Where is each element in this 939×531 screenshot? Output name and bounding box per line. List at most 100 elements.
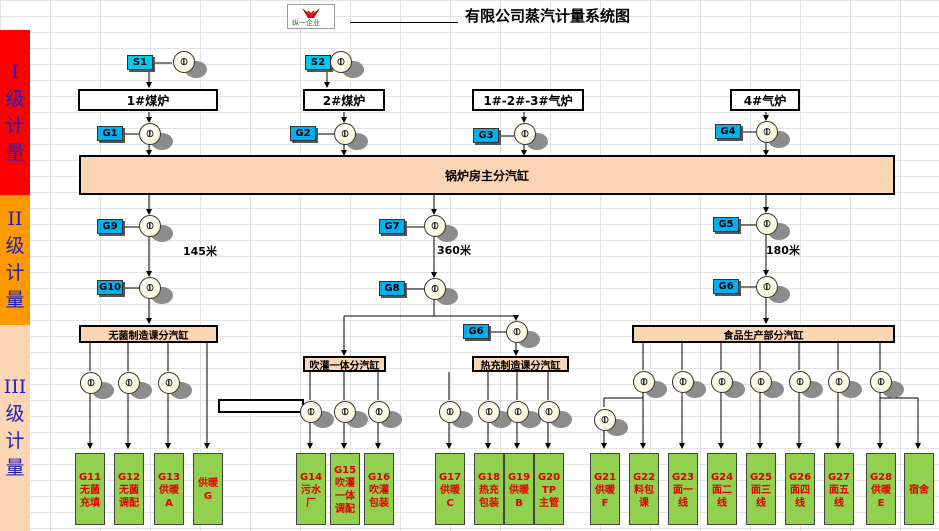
consumer-box[interactable]: G11 无菌 充填: [75, 453, 105, 525]
flowmeter-icon: ⦶: [789, 371, 811, 393]
consumer-box[interactable]: G15 吹灌 一体 调配: [330, 453, 360, 525]
consumer-box[interactable]: 宿舍: [904, 453, 934, 525]
meter-g8[interactable]: ⦶: [424, 278, 458, 305]
meter-g18[interactable]: ⦶: [478, 401, 512, 428]
consumer-box[interactable]: G22 料包 课: [629, 453, 659, 525]
level-3-label-3: 量: [5, 457, 25, 479]
consumer-box[interactable]: G14 污水 厂: [296, 453, 326, 525]
flowmeter-icon: ⦶: [80, 372, 102, 394]
flowmeter-icon: ⦶: [424, 278, 446, 300]
page-title: 有限公司蒸汽计量系统图: [465, 7, 631, 25]
tag-g5[interactable]: G5: [713, 217, 739, 232]
consumer-box[interactable]: G28 供暖 E: [866, 453, 896, 525]
level-1-label-2: 计: [5, 114, 25, 137]
meter-g10[interactable]: ⦶: [139, 277, 173, 304]
consumer-box[interactable]: G17 供暖 C: [435, 453, 465, 525]
meter-g15[interactable]: ⦶: [334, 401, 368, 428]
level-2-label-0: II: [7, 208, 23, 230]
consumer-box[interactable]: G12 无菌 调配: [114, 453, 144, 525]
meter-g2[interactable]: ⦶: [334, 123, 368, 150]
flowmeter-icon: ⦶: [507, 401, 529, 423]
boiler-4: 4#气炉: [730, 89, 800, 111]
consumer-box[interactable]: G23 面一 线: [668, 453, 698, 525]
flowmeter-icon: ⦶: [139, 123, 161, 145]
meter-g6-hotfill[interactable]: ⦶: [506, 321, 540, 348]
meter-g13[interactable]: ⦶: [158, 372, 192, 399]
consumer-box[interactable]: G25 面三 线: [746, 453, 776, 525]
meter-g9[interactable]: ⦶: [139, 215, 173, 242]
consumer-box[interactable]: G24 面二 线: [707, 453, 737, 525]
flowmeter-icon: ⦶: [139, 277, 161, 299]
company-logo: 纵一企业: [287, 4, 335, 29]
consumer-box[interactable]: G27 面五 线: [824, 453, 854, 525]
meter-g6-food[interactable]: ⦶: [756, 276, 790, 303]
tag-g4[interactable]: G4: [715, 124, 741, 139]
level-1-label-1: 级: [5, 87, 25, 110]
tag-g3[interactable]: G3: [473, 128, 499, 143]
meter-g16[interactable]: ⦶: [368, 401, 402, 428]
consumer-box[interactable]: G21 供暖 F: [590, 453, 620, 525]
meter-g24[interactable]: ⦶: [711, 371, 745, 398]
meter-g5[interactable]: ⦶: [756, 213, 790, 240]
distance-180: 180米: [766, 244, 800, 257]
meter-g4[interactable]: ⦶: [756, 121, 790, 148]
meter-g20[interactable]: ⦶: [538, 401, 572, 428]
meter-g11[interactable]: ⦶: [80, 372, 114, 399]
flowmeter-icon: ⦶: [118, 372, 140, 394]
meter-g19[interactable]: ⦶: [507, 401, 541, 428]
tag-g1[interactable]: G1: [97, 126, 123, 141]
tag-s2[interactable]: S2: [305, 55, 331, 70]
food-header: 食品生产部分汽缸: [632, 325, 895, 343]
level-3-label-0: III: [3, 376, 27, 398]
consumer-box[interactable]: G26 面四 线: [785, 453, 815, 525]
consumer-box[interactable]: G18 热充 包装: [474, 453, 504, 525]
flowmeter-icon: ⦶: [478, 401, 500, 423]
boiler-3: 1#-2#-3#气炉: [472, 89, 584, 111]
meter-g26[interactable]: ⦶: [789, 371, 823, 398]
tag-g7[interactable]: G7: [379, 219, 405, 234]
level-1-band: I 级 计 量: [0, 30, 30, 195]
meter-g22[interactable]: ⦶: [633, 371, 667, 398]
meter-s2[interactable]: ⦶: [330, 51, 364, 78]
meter-g1[interactable]: ⦶: [139, 123, 173, 150]
level-2-band: II 级 计 量: [0, 195, 30, 325]
meter-g17[interactable]: ⦶: [439, 401, 473, 428]
meter-g7[interactable]: ⦶: [424, 215, 458, 242]
meter-g21[interactable]: ⦶: [594, 409, 628, 436]
flowmeter-icon: ⦶: [424, 215, 446, 237]
consumer-box[interactable]: G16 吹灌 包装: [364, 453, 394, 525]
consumer-box[interactable]: G19 供暖 B: [504, 453, 534, 525]
flowmeter-icon: ⦶: [506, 321, 528, 343]
tag-g8[interactable]: G8: [379, 281, 405, 296]
flowmeter-icon: ⦶: [330, 51, 352, 73]
boiler-2: 2#煤炉: [303, 89, 385, 111]
tag-g9[interactable]: G9: [97, 219, 123, 234]
tag-g2[interactable]: G2: [290, 126, 316, 141]
level-3-band: III 级 计 量: [0, 325, 30, 531]
meter-g25[interactable]: ⦶: [750, 371, 784, 398]
meter-s1[interactable]: ⦶: [173, 51, 207, 78]
consumer-box[interactable]: G13 供暖 A: [154, 453, 184, 525]
meter-g27[interactable]: ⦶: [828, 371, 862, 398]
meter-g12[interactable]: ⦶: [118, 372, 152, 399]
meter-g3[interactable]: ⦶: [514, 123, 548, 150]
tag-g10[interactable]: G10: [97, 280, 123, 295]
tag-g6-food[interactable]: G6: [713, 279, 739, 294]
consumer-box[interactable]: 供暖 G: [193, 453, 223, 525]
flowmeter-icon: ⦶: [514, 123, 536, 145]
meter-g28[interactable]: ⦶: [870, 371, 904, 398]
tag-s1[interactable]: S1: [127, 55, 153, 70]
level-2-label-2: 计: [5, 262, 25, 284]
flowmeter-icon: ⦶: [594, 409, 616, 431]
consumer-box[interactable]: G20 TP 主管: [534, 453, 564, 525]
main-steam-header: 锅炉房主分汽缸: [79, 155, 895, 195]
flowmeter-icon: ⦶: [173, 51, 195, 73]
flowmeter-icon: ⦶: [711, 371, 733, 393]
flowmeter-icon: ⦶: [870, 371, 892, 393]
level-2-label-3: 量: [5, 289, 25, 311]
meter-g23[interactable]: ⦶: [672, 371, 706, 398]
meter-g14[interactable]: ⦶: [300, 401, 334, 428]
tag-g6-hotfill[interactable]: G6: [463, 324, 489, 339]
logo-mark-icon: [302, 8, 320, 18]
